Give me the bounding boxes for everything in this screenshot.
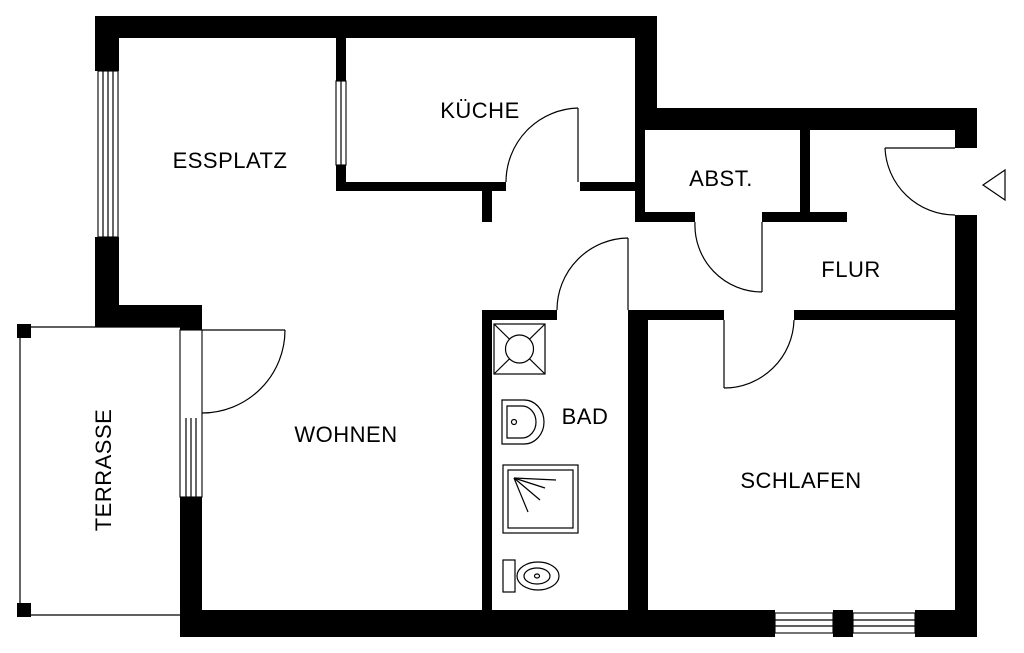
door-schlafen (723, 319, 795, 389)
window-kueche-west (335, 80, 347, 166)
room-label-bad: BAD (562, 404, 609, 429)
door-kueche (505, 107, 579, 183)
door-terrasse (201, 329, 286, 414)
door-bad (556, 237, 629, 311)
doors (201, 107, 1006, 414)
room-label-flur: FLUR (821, 257, 880, 282)
room-label-terrasse: TERRASSE (91, 409, 116, 532)
door-abstellraum (694, 221, 763, 293)
interior-walls (336, 38, 959, 620)
windows (97, 70, 916, 634)
room-label-essplatz: ESSPLATZ (173, 148, 288, 173)
shower-icon (502, 464, 579, 534)
window-schlafen-south-1 (774, 612, 834, 634)
exterior-walls (95, 16, 977, 637)
room-labels: ESSPLATZ KÜCHE ABST. FLUR WOHNEN BAD SCH… (91, 98, 880, 532)
room-label-wohnen: WOHNEN (294, 422, 397, 447)
window-essplatz-west (97, 70, 119, 238)
sink-icon (501, 399, 545, 445)
washing-machine-icon (493, 323, 546, 375)
bathroom-fixtures (493, 323, 579, 593)
room-label-kueche: KÜCHE (440, 98, 520, 123)
room-label-schlafen: SCHLAFEN (740, 468, 861, 493)
toilet-icon (502, 559, 560, 593)
window-schlafen-south-2 (852, 612, 916, 634)
door-entrance (884, 147, 956, 216)
entrance-arrow-icon (981, 168, 1006, 202)
room-label-abstellraum: ABST. (689, 166, 753, 191)
window-wohnen-west (179, 329, 203, 498)
